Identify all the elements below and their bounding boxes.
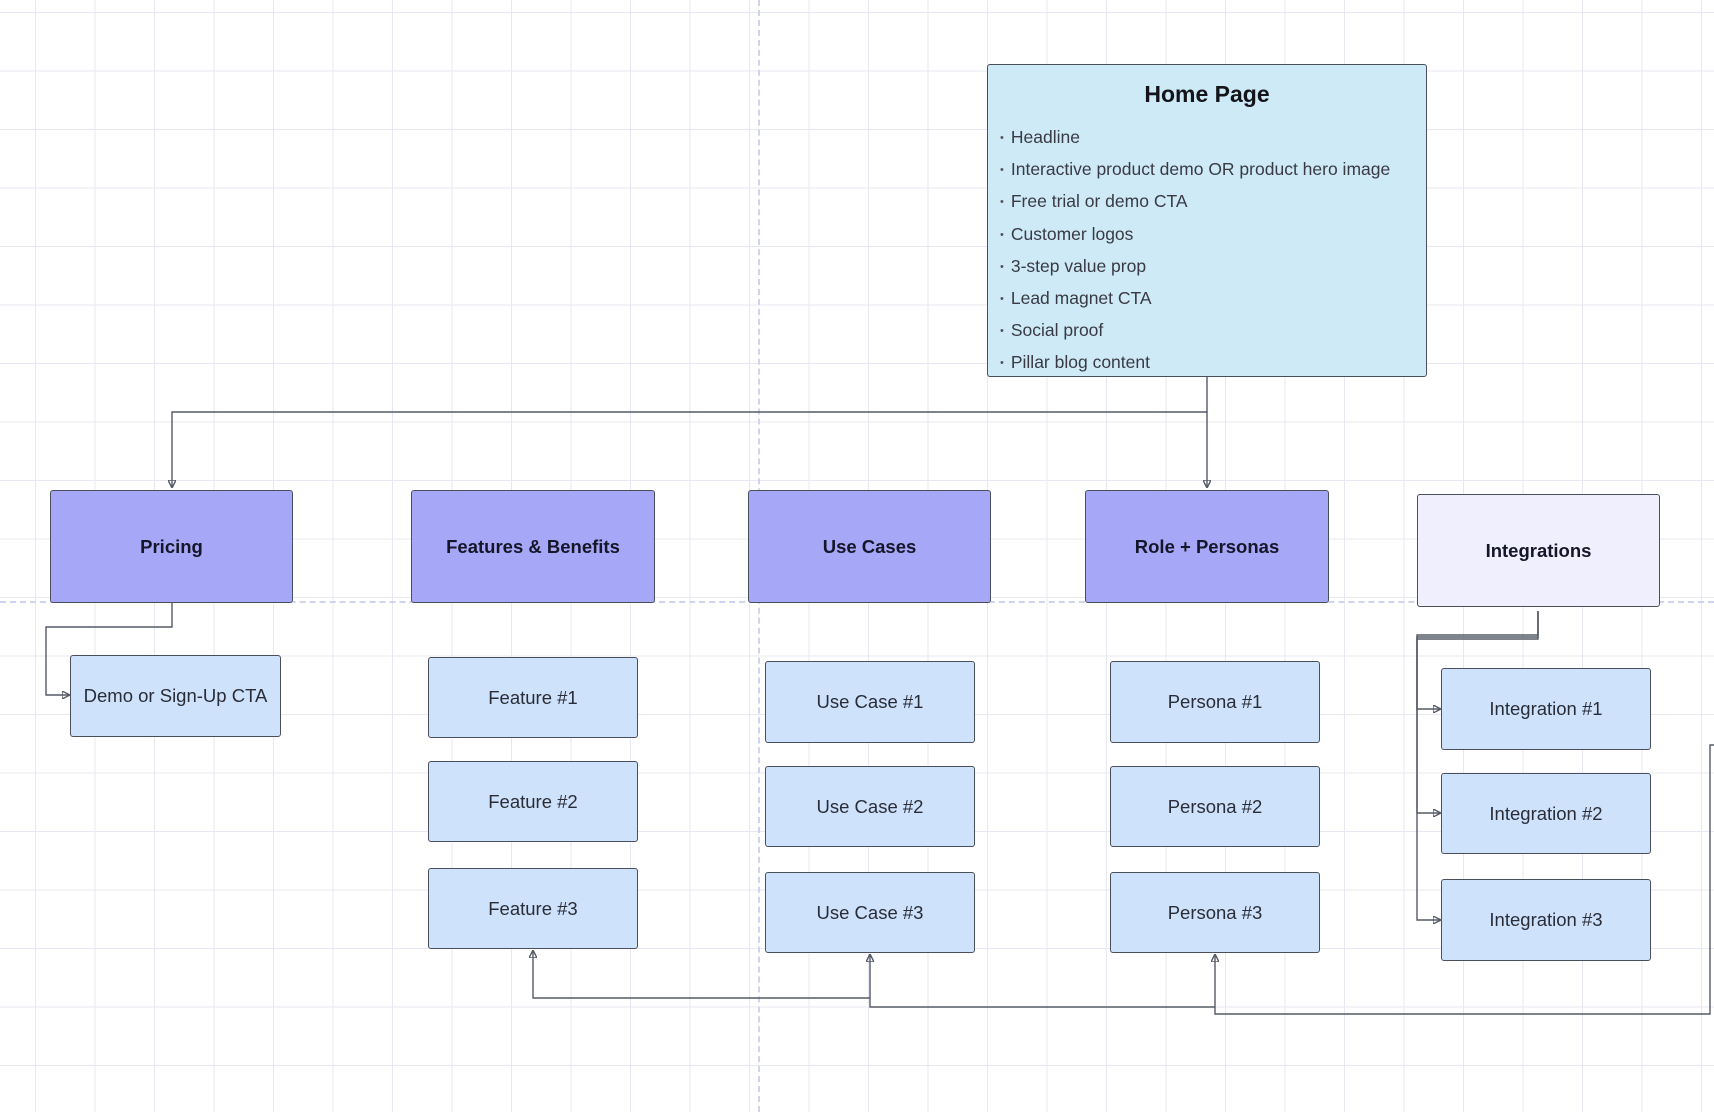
subpage-demo-signup-cta[interactable]: Demo or Sign-Up CTA: [70, 655, 281, 737]
category-integrations[interactable]: Integrations: [1417, 494, 1660, 607]
home-item-headline: Headline: [1000, 123, 1414, 155]
connector-right-edge-to-persona-3: [1215, 744, 1714, 1015]
subpage-integration-1[interactable]: Integration #1: [1441, 668, 1651, 750]
connector-to-feature-3: [533, 951, 870, 999]
subpage-use-case-1[interactable]: Use Case #1: [765, 661, 975, 743]
home-item-product-demo: Interactive product demo OR product hero…: [1000, 155, 1414, 187]
subpage-use-case-3[interactable]: Use Case #3: [765, 872, 975, 953]
home-item-customer-logos: Customer logos: [1000, 220, 1414, 252]
home-item-value-prop: 3-step value prop: [1000, 252, 1414, 284]
subpage-persona-2[interactable]: Persona #2: [1110, 766, 1320, 847]
home-page-list: Headline Interactive product demo OR pro…: [1000, 123, 1414, 381]
subpage-persona-1[interactable]: Persona #1: [1110, 661, 1320, 743]
subpage-feature-2[interactable]: Feature #2: [428, 761, 638, 842]
connector-pricing-to-cta: [45, 603, 173, 695]
connector-home-to-pricing: [172, 377, 1208, 487]
category-features-benefits[interactable]: Features & Benefits: [411, 490, 655, 603]
subpage-feature-1[interactable]: Feature #1: [428, 657, 638, 738]
category-role-personas[interactable]: Role + Personas: [1085, 490, 1329, 603]
home-item-free-trial-cta: Free trial or demo CTA: [1000, 187, 1414, 219]
connector-to-use-case-3: [870, 955, 1215, 1008]
subpage-integration-3[interactable]: Integration #3: [1441, 879, 1651, 961]
home-item-pillar-blog: Pillar blog content: [1000, 348, 1414, 380]
home-item-social-proof: Social proof: [1000, 316, 1414, 348]
home-page-box[interactable]: Home Page Headline Interactive product d…: [987, 64, 1427, 377]
category-use-cases[interactable]: Use Cases: [748, 490, 991, 603]
subpage-use-case-2[interactable]: Use Case #2: [765, 766, 975, 847]
category-pricing[interactable]: Pricing: [50, 490, 293, 603]
connector-integrations-to-integration-3: [1416, 611, 1539, 920]
subpage-feature-3[interactable]: Feature #3: [428, 868, 638, 949]
subpage-integration-2[interactable]: Integration #2: [1441, 773, 1651, 854]
subpage-persona-3[interactable]: Persona #3: [1110, 872, 1320, 953]
home-page-title: Home Page: [1144, 81, 1270, 107]
home-item-lead-magnet-cta: Lead magnet CTA: [1000, 284, 1414, 316]
